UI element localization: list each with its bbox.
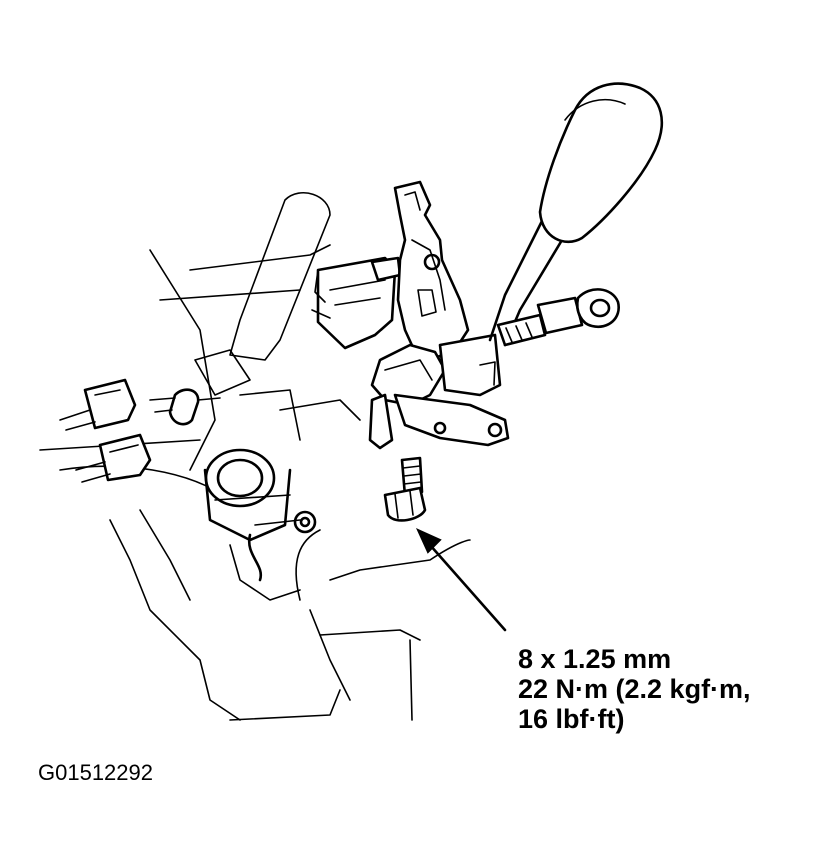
figure-code: G01512292 xyxy=(38,760,153,785)
background-column xyxy=(194,191,331,441)
lever-base-housing xyxy=(368,333,510,450)
shift-knob xyxy=(538,82,664,244)
bolt-size-label: 8 x 1.25 mm xyxy=(518,644,672,674)
lower-mechanism xyxy=(203,448,317,601)
pivot-bolt xyxy=(496,288,620,347)
electrical-connectors xyxy=(59,378,221,483)
console-housing xyxy=(39,244,471,721)
callout-leader-arrow xyxy=(415,527,507,632)
torque-spec-callout: 8 x 1.25 mm 22 N·m (2.2 kgf·m, 16 lbf·ft… xyxy=(518,644,751,734)
mounting-bolt xyxy=(383,456,427,522)
shift-switch-unit xyxy=(311,256,402,350)
torque-value-label: 22 N·m (2.2 kgf·m, xyxy=(518,674,751,704)
lever-bracket xyxy=(370,180,470,407)
torque-imperial-label: 16 lbf·ft) xyxy=(518,704,625,734)
